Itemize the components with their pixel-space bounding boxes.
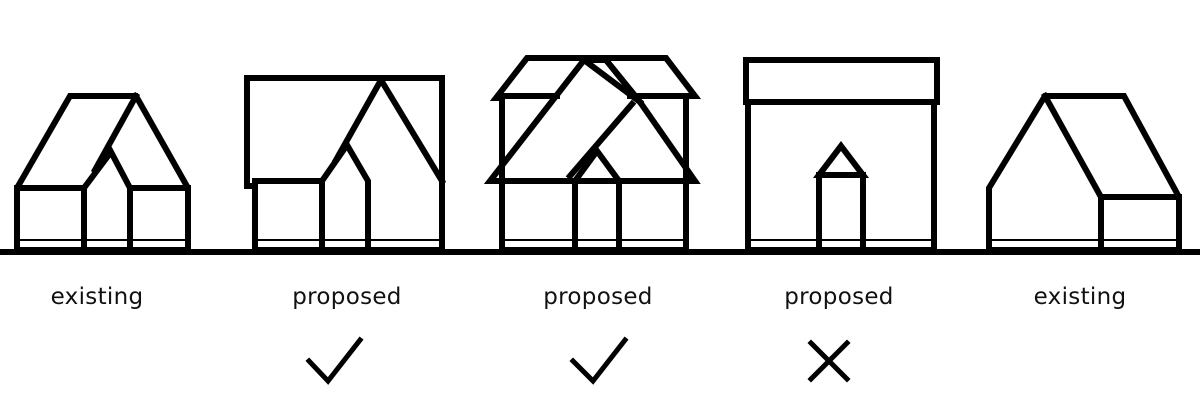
house-proposed-2 (483, 55, 702, 253)
cross-icon (807, 339, 851, 383)
house-label-existing-right: existing (1033, 284, 1127, 310)
house-label-proposed-1: proposed (292, 284, 402, 310)
house-proposed-3 (743, 57, 940, 253)
house-existing-left (14, 91, 191, 253)
house-label-proposed-2: proposed (543, 284, 653, 310)
house-proposed-1 (244, 75, 447, 253)
house-existing-right (986, 91, 1182, 253)
house-label-proposed-3: proposed (784, 284, 894, 310)
check-icon (569, 336, 629, 385)
check-icon (305, 336, 364, 385)
house-label-existing-left: existing (50, 284, 144, 310)
